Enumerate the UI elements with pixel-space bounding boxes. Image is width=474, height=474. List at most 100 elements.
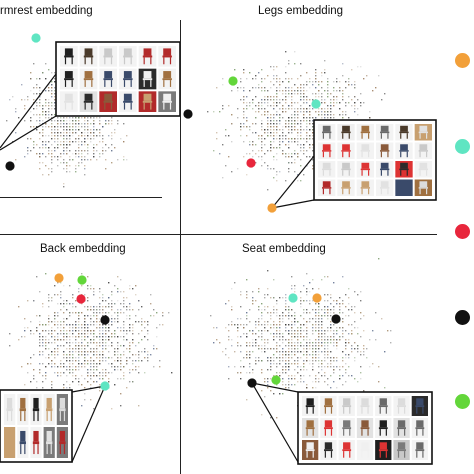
seat-chair-leg [416,407,418,414]
seat-chair-leg [324,429,326,436]
seat-chair-leg [422,407,424,414]
legs-chair-leg [380,133,382,139]
legs-chair-leg [380,151,382,158]
legs-chair-leg [400,188,402,195]
legs-chair-leg [361,170,363,176]
seat-chair-leg [343,407,345,414]
back-chair-seat [19,408,26,412]
back-point-black [100,315,110,325]
seat-point-black [331,314,341,324]
armrest-chair-leg [143,80,145,87]
legs-chair-leg [426,170,428,176]
legs-chair-leg [368,133,370,139]
armrest-chair-leg [163,102,165,110]
legs-chair-back [342,162,350,169]
armrest-chair-seat [103,55,113,58]
legs-chair-back [419,144,428,151]
legs-chair-back [361,144,370,151]
legs-chair-seat [341,187,351,189]
legs-chair-back [380,144,389,151]
armrest-chair-leg [130,102,132,110]
back-chair-leg [11,411,13,422]
armrest-chair-seat [162,78,172,81]
legs-chair-seat [360,150,370,152]
armrest-chair-back [123,48,132,56]
armrest-chair-leg [71,102,73,110]
seat-chair-back [324,398,333,406]
seat-chair-back [306,420,314,428]
armrest-chair-back [84,48,93,56]
seat-chair-seat [324,427,333,430]
seat-chair-leg [379,429,381,436]
armrest-chair-leg [84,57,86,65]
back-chair-seat [32,441,40,445]
armrest-chair-seat [83,100,94,103]
legs-chair-leg [400,133,402,139]
armrest-chair-back [143,48,152,56]
armrest-chair-seat [142,100,153,103]
legs-chair-seat [418,131,428,134]
seat-chair-leg [367,429,369,436]
armrest-chair-leg [150,57,152,65]
legs-chair-leg [322,188,324,195]
seat-chair-back [416,398,424,406]
seat-chair-seat [360,449,370,452]
seat-point-black [247,378,257,388]
seat-chair-seat [324,405,333,408]
legend-dot-teal [455,139,470,154]
armrest-chair-back [163,71,172,79]
seat-chair-seat [397,405,406,408]
seat-chair-leg [349,407,351,414]
back-chair-back [59,397,66,409]
seat-chair-leg [385,429,387,436]
legs-chair-leg [380,170,382,176]
armrest-chair-seat [103,78,113,81]
back-chair-leg [20,444,22,455]
legs-chair-leg [361,133,363,139]
legs-chair-leg [322,170,324,176]
back-chair-back [6,430,13,442]
legs-chair-seat [380,150,390,152]
back-chair-seat [46,441,53,445]
back-chair-leg [11,444,13,455]
armrest-chair-back [64,93,73,101]
legs-chair-seat [360,168,370,171]
back-chair-leg [20,411,22,422]
armrest-chair-leg [64,80,67,87]
seat-chair-leg [343,451,345,458]
armrest-panel-title: rmrest embedding [0,5,93,17]
armrest-chair-seat [64,100,74,103]
legend-dot-green [455,394,470,409]
armrest-chair-back [163,93,172,101]
armrest-chair-leg [110,57,113,65]
legs-chair-leg [348,188,350,195]
seat-chair-seat [324,449,333,452]
legs-chair-seat [322,168,332,171]
back-point-orange [54,273,64,283]
armrest-chair-seat [103,100,113,103]
seat-chair-seat [342,449,352,452]
legs-chair-leg [348,151,350,158]
back-chair-back [46,397,52,409]
legs-chair-leg [387,133,389,139]
legs-point-black [183,109,193,119]
seat-chair-leg [404,407,406,414]
back-chair-leg [59,411,61,422]
legs-chair-seat [399,150,409,152]
armrest-chair-leg [143,57,145,65]
seat-chair-seat [342,405,352,408]
armrest-chair-leg [110,102,113,110]
armrest-chair-seat [162,55,172,58]
seat-chair-seat [397,449,406,452]
seat-chair-back [306,442,314,450]
seat-chair-leg [422,451,424,458]
seat-chair-leg [385,451,387,458]
back-chair-leg [6,444,9,455]
seat-zoom-line-1 [251,382,299,463]
armrest-chair-seat [83,78,94,81]
legs-chair-leg [368,170,370,176]
legs-chair-back [380,181,389,188]
armrest-chair-seat [64,78,74,81]
legs-panel-title: Legs embedding [258,5,344,17]
